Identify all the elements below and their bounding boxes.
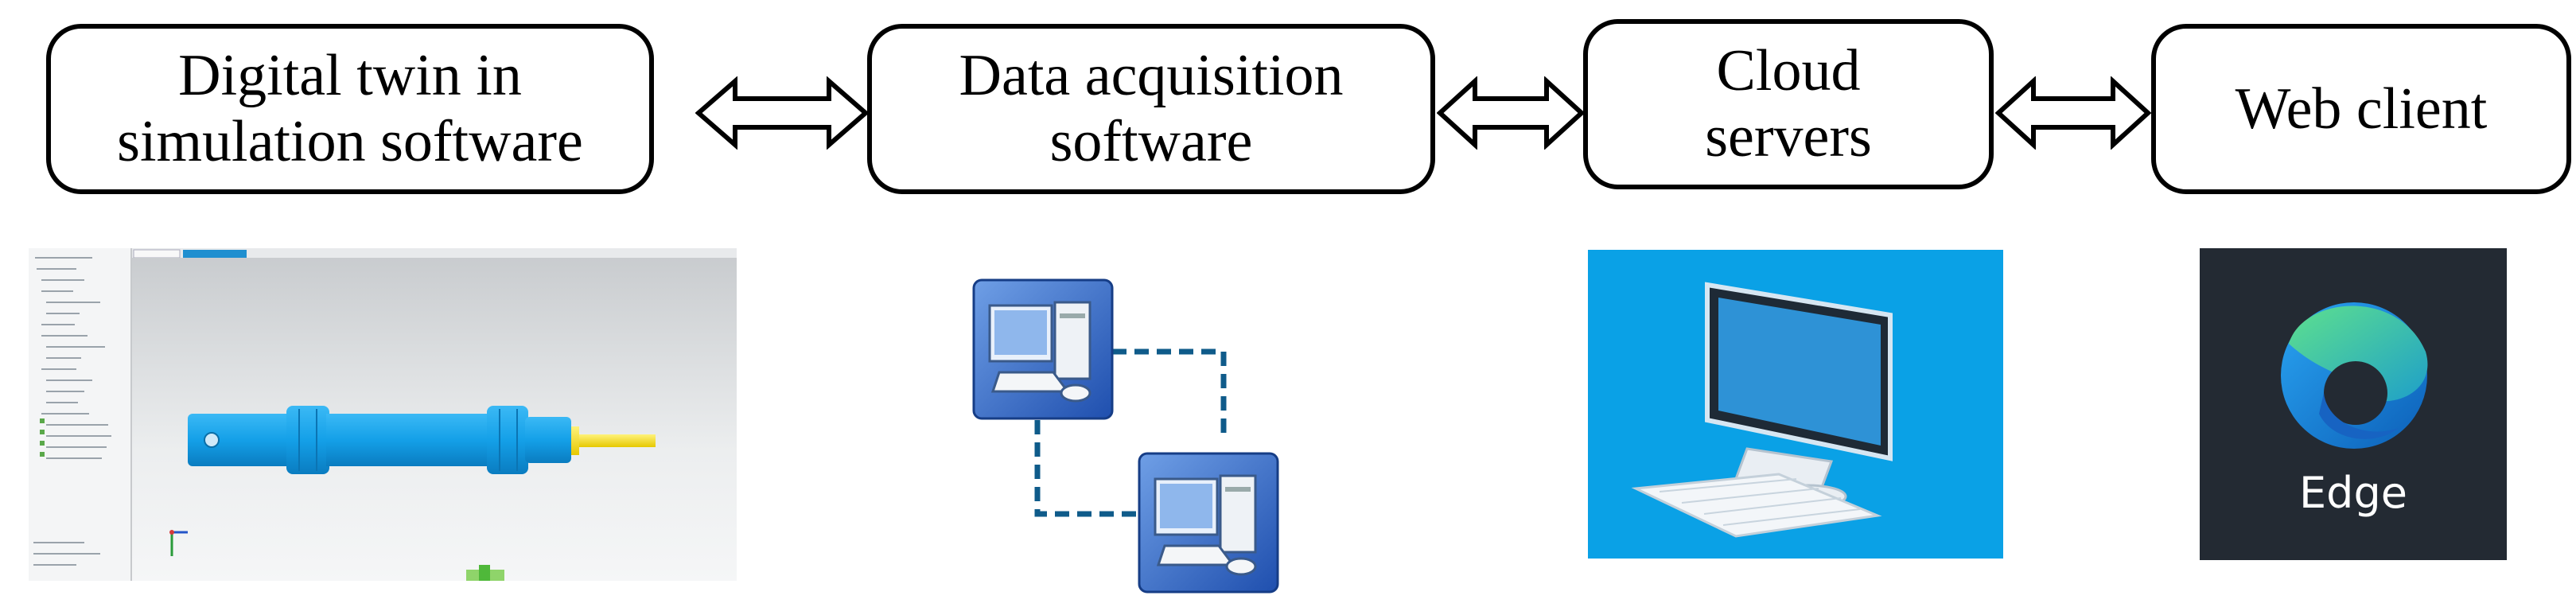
edge-arrow-twin-to-acquisition	[695, 76, 869, 150]
networked-computers-icon	[972, 278, 1279, 594]
node-digital-twin-line-2: simulation software	[117, 109, 583, 174]
axis-triad-icon	[169, 530, 188, 556]
viewport-tab-bar	[132, 248, 737, 259]
node-digital-twin-line-1: Digital twin in	[178, 43, 522, 109]
node-cloud-servers-line-1: Cloud	[1716, 38, 1861, 104]
edge-label: Edge	[2299, 468, 2407, 518]
node-data-acquisition: Data acquisition software	[867, 24, 1435, 194]
node-cloud-servers: Cloud servers	[1583, 19, 1994, 189]
simulation-software-screenshot-icon	[29, 248, 737, 581]
node-data-acquisition-line-1: Data acquisition	[959, 43, 1344, 109]
cylinder-model-icon	[169, 406, 656, 581]
3d-viewport	[132, 258, 737, 581]
node-web-client: Web client	[2151, 24, 2571, 194]
edge-browser-icon: Edge	[2200, 248, 2507, 560]
edge-arrow-cloud-to-web	[1995, 76, 2151, 150]
node-digital-twin: Digital twin in simulation software	[46, 24, 654, 194]
node-web-client-line-1: Web client	[2235, 76, 2488, 142]
model-tree-panel	[29, 248, 132, 581]
desktop-computer-icon	[1588, 250, 2003, 559]
node-data-acquisition-line-2: software	[1049, 109, 1253, 174]
computer-tile-bottom	[1138, 452, 1279, 594]
node-cloud-servers-line-2: servers	[1705, 104, 1872, 169]
computer-tile-top	[972, 278, 1114, 420]
edge-arrow-acquisition-to-cloud	[1437, 76, 1585, 150]
